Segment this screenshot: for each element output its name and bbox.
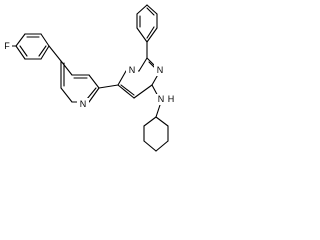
- bond: [155, 116, 169, 127]
- bond: [40, 33, 50, 47]
- atom-label-pyrimidine-nitrogen-right: N: [157, 65, 164, 75]
- atom-label-pyridine-nitrogen: N: [80, 99, 87, 109]
- bond: [146, 4, 158, 15]
- bond: [146, 27, 158, 43]
- bond: [143, 140, 157, 152]
- bond: [117, 70, 127, 86]
- double-bond: [120, 84, 135, 96]
- atom-label-amine-hydrogen: H: [168, 94, 175, 104]
- cyclohexyl-ring: [143, 116, 169, 152]
- double-bond: [19, 45, 28, 57]
- bond-biaryl: [48, 45, 62, 62]
- atom-label-amine-nitrogen: N: [158, 94, 165, 104]
- double-bond: [146, 26, 155, 39]
- double-bond: [86, 87, 97, 100]
- atom-label-fluorine: F: [4, 41, 10, 51]
- bond: [88, 87, 100, 103]
- phenyl-ring: [136, 4, 158, 43]
- bond: [15, 45, 26, 60]
- bond: [133, 84, 153, 99]
- bond: [143, 116, 157, 127]
- bond: [15, 33, 26, 47]
- bond: [136, 4, 148, 15]
- pyrimidine-ring: [117, 57, 161, 99]
- pyridine-ring: [60, 60, 100, 103]
- bond: [136, 27, 148, 43]
- bond-n-cyclohexyl: [155, 104, 161, 118]
- structure-diagram: F N N N N H: [2, 4, 176, 152]
- fluorophenyl-ring: [15, 33, 50, 60]
- bond: [155, 140, 169, 152]
- bond: [60, 87, 73, 103]
- bond: [40, 45, 50, 60]
- bond: [138, 57, 148, 72]
- double-bond: [38, 45, 47, 57]
- double-bond: [146, 7, 155, 16]
- atom-label-pyrimidine-nitrogen-top: N: [129, 65, 136, 75]
- bond-pyridine-pyrimidine: [98, 84, 119, 89]
- bond: [117, 84, 135, 99]
- bond: [88, 74, 100, 89]
- bond: [60, 60, 73, 76]
